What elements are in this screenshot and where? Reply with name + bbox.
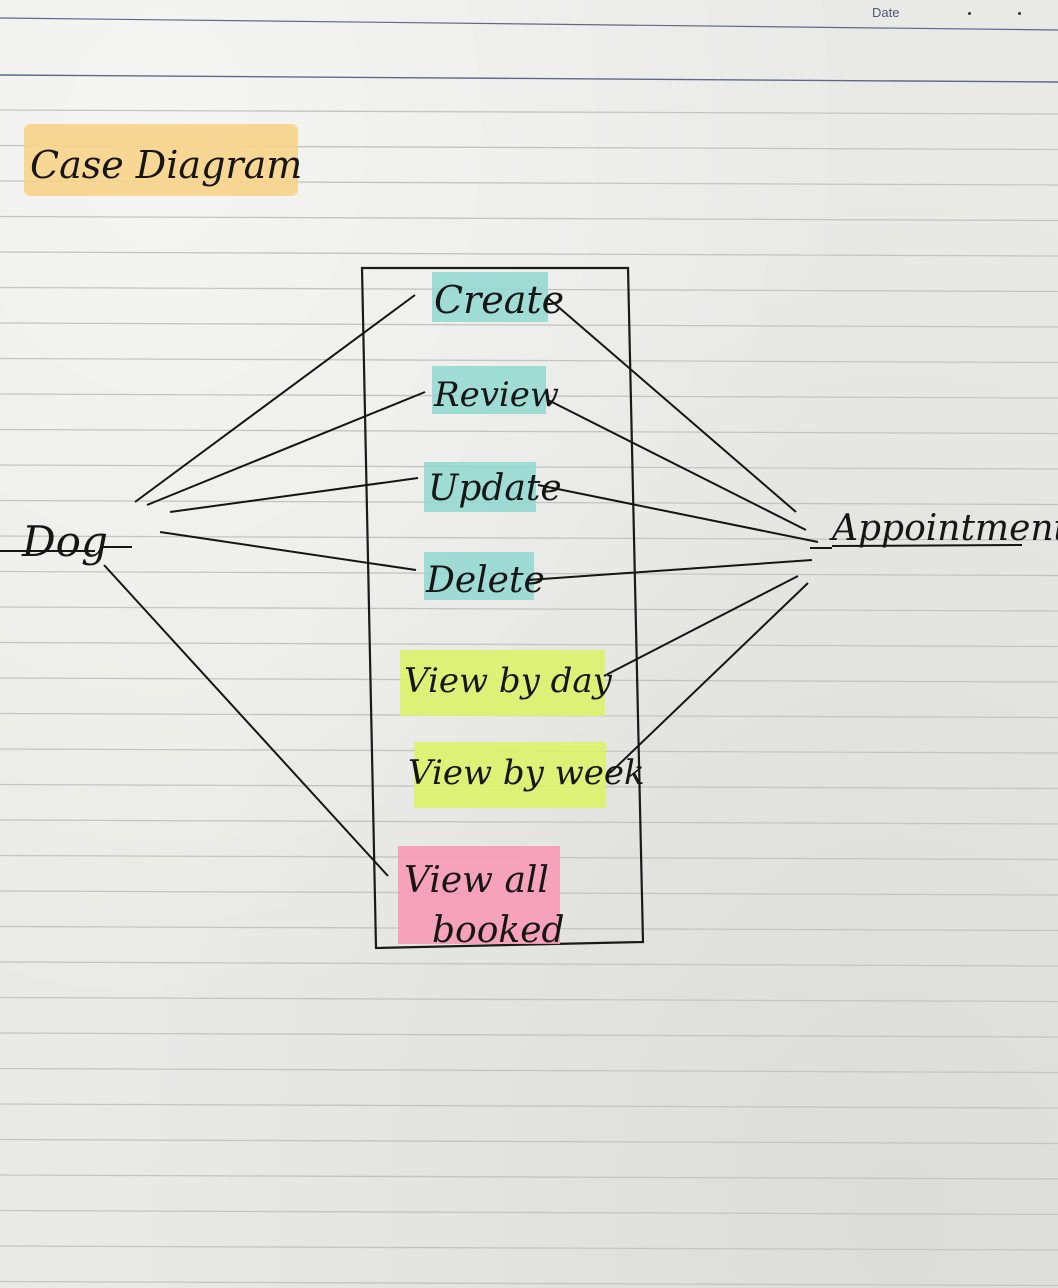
ruled-line <box>0 1138 1058 1145</box>
actor-appointment-underline <box>831 544 1023 547</box>
use-case-view-by-week: View by week <box>408 753 645 793</box>
ruled-line <box>0 1174 1058 1180</box>
header-dot <box>968 12 971 15</box>
ruled-line <box>0 215 1058 222</box>
ruled-line <box>0 1103 1058 1109</box>
header-top-rule <box>0 17 1058 31</box>
ruled-line <box>0 322 1058 328</box>
use-case-review: Review <box>433 375 559 415</box>
highlight-create <box>432 272 548 322</box>
line-appointment-delete <box>527 559 813 581</box>
line-appointment-review <box>547 399 807 531</box>
ruled-line <box>0 109 1058 115</box>
header-dot <box>1018 12 1021 15</box>
use-case-delete: Delete <box>425 560 545 601</box>
actor-appointment-label: Appointment <box>829 508 1058 549</box>
ruled-line <box>0 1245 1058 1251</box>
diagram-title: Case Diagram <box>30 143 302 187</box>
line-dog-create <box>134 294 416 503</box>
ruled-line <box>0 251 1058 257</box>
use-case-create: Create <box>434 278 564 322</box>
ruled-line <box>0 357 1058 364</box>
highlight-view-all-booked <box>398 846 560 944</box>
ruled-line <box>0 1032 1058 1038</box>
highlight-view-by-day <box>400 650 605 716</box>
date-label: Date <box>872 5 900 20</box>
line-dog-view-all-booked <box>103 564 389 877</box>
line-dog-review <box>146 391 426 506</box>
use-case-view-all-booked-line2: booked <box>432 910 565 951</box>
header-bottom-rule <box>0 74 1058 83</box>
line-appointment-create <box>547 297 797 513</box>
use-case-update: Update <box>428 468 562 509</box>
line-appointment-view-by-day <box>603 575 799 677</box>
dog-associations <box>100 294 832 877</box>
ruled-line <box>0 996 1058 1003</box>
ruled-line <box>0 641 1058 648</box>
line-appointment-update <box>537 484 819 543</box>
actor-dog-label: Dog <box>21 517 108 566</box>
highlight-delete <box>424 552 534 600</box>
ruled-line <box>0 1280 1058 1287</box>
ruled-line <box>0 606 1058 612</box>
line-dog-delete <box>159 531 417 571</box>
title-highlight <box>24 124 298 196</box>
line-appointment-view-by-week <box>609 582 809 774</box>
ruled-line <box>0 428 1058 435</box>
highlight-view-by-week <box>414 742 606 808</box>
highlight-review <box>432 366 546 414</box>
ruled-line <box>0 535 1058 541</box>
use-case-view-all-booked-line1: View all <box>404 860 549 901</box>
highlight-update <box>424 462 536 512</box>
use-case-view-by-day: View by day <box>404 661 613 701</box>
ruled-line <box>0 961 1058 967</box>
line-dog-update <box>169 477 419 513</box>
system-boundary <box>360 266 645 950</box>
ruled-line <box>0 1067 1058 1074</box>
ruled-line <box>0 1209 1058 1216</box>
ruled-line <box>0 819 1058 825</box>
